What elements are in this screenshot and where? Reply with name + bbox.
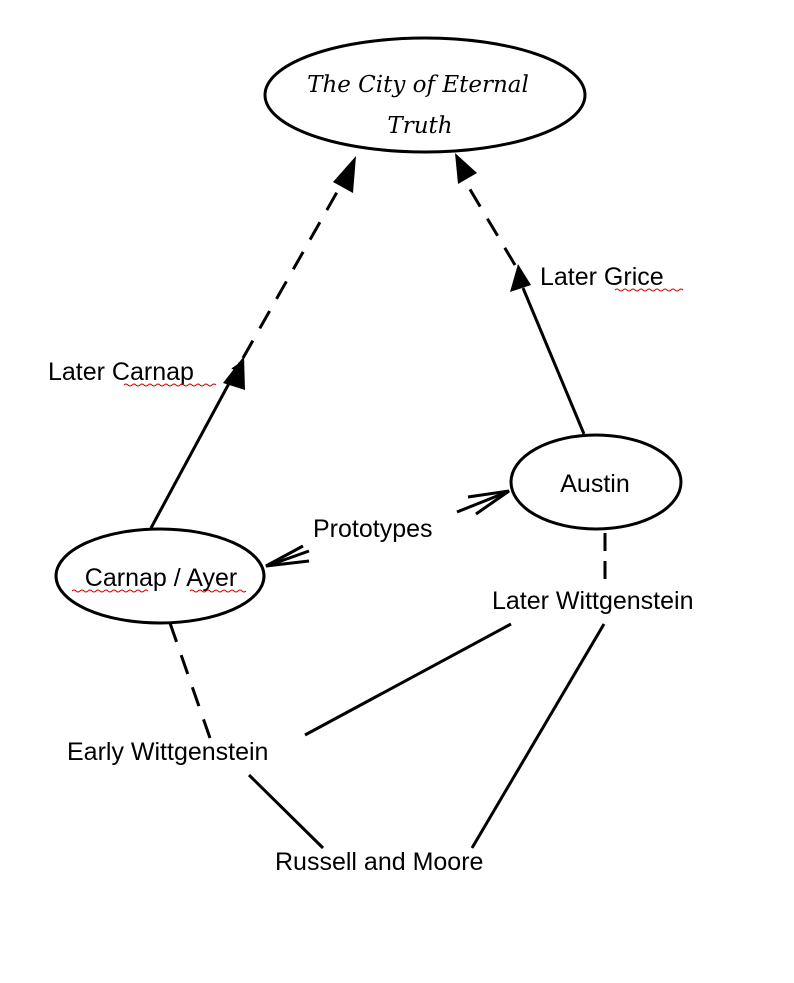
- later-wittgenstein-label: Later Wittgenstein: [492, 587, 694, 615]
- edge-later-wittgenstein-early-wittgenstein: [304, 622, 512, 737]
- node-carnap-ayer: Carnap / Ayer: [54, 527, 266, 625]
- city-label-line1: The City of Eternal: [307, 72, 529, 98]
- edge-later-carnap-top-arrowhead: [333, 156, 356, 193]
- austin-label: Austin: [560, 470, 629, 498]
- edge-later-carnap-dashed: [241, 177, 347, 359]
- austin-ellipse: [509, 433, 683, 531]
- early-wittgenstein-label: Early Wittgenstein: [67, 738, 268, 766]
- later-grice-label: Later Grice: [540, 263, 664, 291]
- edge-later-grice-top-arrowhead: [455, 153, 477, 184]
- carnap-ayer-ellipse: [54, 527, 266, 625]
- edge-prototypes-arrowhead-left: [265, 544, 310, 568]
- edge-later-grice: [455, 153, 586, 435]
- edge-early-wittgenstein-russell-moore: [247, 773, 325, 850]
- node-city-of-eternal-truth: The City of Eternal Truth: [263, 36, 587, 154]
- carnap-ayer-label: Carnap / Ayer: [85, 564, 237, 592]
- city-ellipse: [263, 36, 587, 154]
- edge-later-grice-dashed: [460, 175, 517, 266]
- edge-prototypes-dash-right: [456, 490, 508, 514]
- city-label-line2: Truth: [387, 113, 452, 139]
- russell-moore-label: Russell and Moore: [275, 848, 483, 876]
- later-carnap-spellcheck-underline: [123, 383, 217, 387]
- edge-prototypes-arrowhead-right: [467, 489, 510, 516]
- edge-carnap-early-wittgenstein: [168, 622, 212, 739]
- edge-later-carnap-solid: [149, 362, 242, 529]
- edge-prototypes: [265, 489, 510, 568]
- edge-prototypes-dash-left: [266, 549, 310, 568]
- edge-later-wittgenstein-russell-moore: [470, 623, 606, 849]
- ayer-spellcheck-underline: [189, 589, 247, 593]
- later-carnap-label: Later Carnap: [48, 358, 194, 386]
- edge-later-carnap: [149, 156, 356, 529]
- carnap-spellcheck-underline: [71, 589, 149, 593]
- node-austin: Austin: [509, 433, 683, 531]
- edge-later-carnap-arrowhead: [223, 356, 245, 390]
- prototypes-label: Prototypes: [313, 515, 433, 543]
- grice-spellcheck-underline: [614, 288, 684, 292]
- edge-later-grice-arrowhead: [510, 264, 531, 292]
- edge-later-grice-solid: [521, 287, 586, 435]
